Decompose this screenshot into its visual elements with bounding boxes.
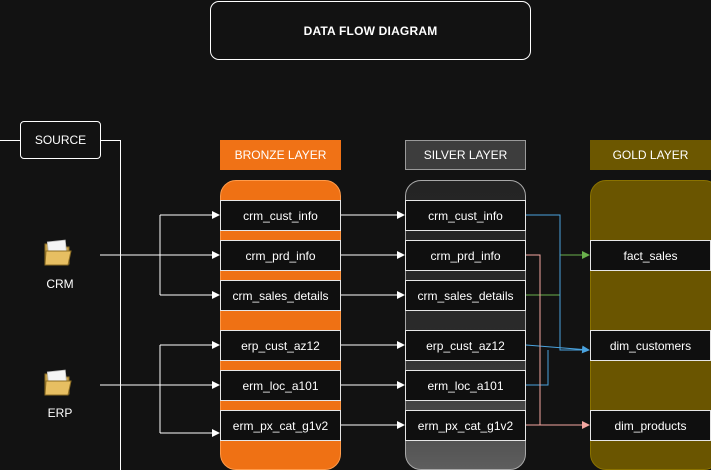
silver-table-erp-cust-az12[interactable]: erp_cust_az12 bbox=[405, 330, 526, 361]
gold-layer-header: GOLD LAYER bbox=[590, 140, 711, 170]
silver-table-crm-prd-info[interactable]: crm_prd_info bbox=[405, 240, 526, 271]
bronze-table-erm-px-cat-g1v2[interactable]: erm_px_cat_g1v2 bbox=[220, 410, 341, 441]
silver-table-erm-loc-a101[interactable]: erm_loc_a101 bbox=[405, 370, 526, 401]
erp-label: ERP bbox=[47, 406, 73, 420]
connector-cust-to-dim-customers bbox=[526, 214, 589, 351]
bronze-table-erp-cust-az12[interactable]: erp_cust_az12 bbox=[220, 330, 341, 361]
connector-erpcust-to-dim-customers bbox=[525, 344, 590, 354]
silver-table-crm-cust-info[interactable]: crm_cust_info bbox=[405, 200, 526, 231]
erp-source bbox=[42, 368, 74, 403]
connector-to-fact-sales bbox=[526, 251, 590, 296]
crm-source bbox=[42, 238, 74, 273]
folder-icon bbox=[44, 239, 72, 266]
crm-label: CRM bbox=[46, 277, 74, 291]
diagram-title: DATA FLOW DIAGRAM bbox=[210, 1, 531, 60]
source-label: SOURCE bbox=[20, 121, 101, 159]
connector-prd-to-dim-products bbox=[526, 254, 590, 429]
gold-table-fact-sales[interactable]: fact_sales bbox=[590, 240, 711, 271]
silver-layer-header: SILVER LAYER bbox=[405, 140, 526, 170]
bronze-table-crm-cust-info[interactable]: crm_cust_info bbox=[220, 200, 341, 231]
connector-loc-to-dim-customers bbox=[526, 350, 549, 386]
bronze-table-crm-prd-info[interactable]: crm_prd_info bbox=[220, 240, 341, 271]
bronze-layer-header: BRONZE LAYER bbox=[220, 140, 341, 170]
bronze-table-erm-loc-a101[interactable]: erm_loc_a101 bbox=[220, 370, 341, 401]
silver-table-crm-sales-details[interactable]: crm_sales_details bbox=[405, 280, 526, 311]
bronze-table-crm-sales-details[interactable]: crm_sales_details bbox=[220, 280, 341, 311]
silver-table-erm-px-cat-g1v2[interactable]: erm_px_cat_g1v2 bbox=[405, 410, 526, 441]
gold-table-dim-customers[interactable]: dim_customers bbox=[590, 330, 711, 361]
folder-icon bbox=[44, 369, 72, 396]
gold-table-dim-products[interactable]: dim_products bbox=[590, 410, 711, 441]
